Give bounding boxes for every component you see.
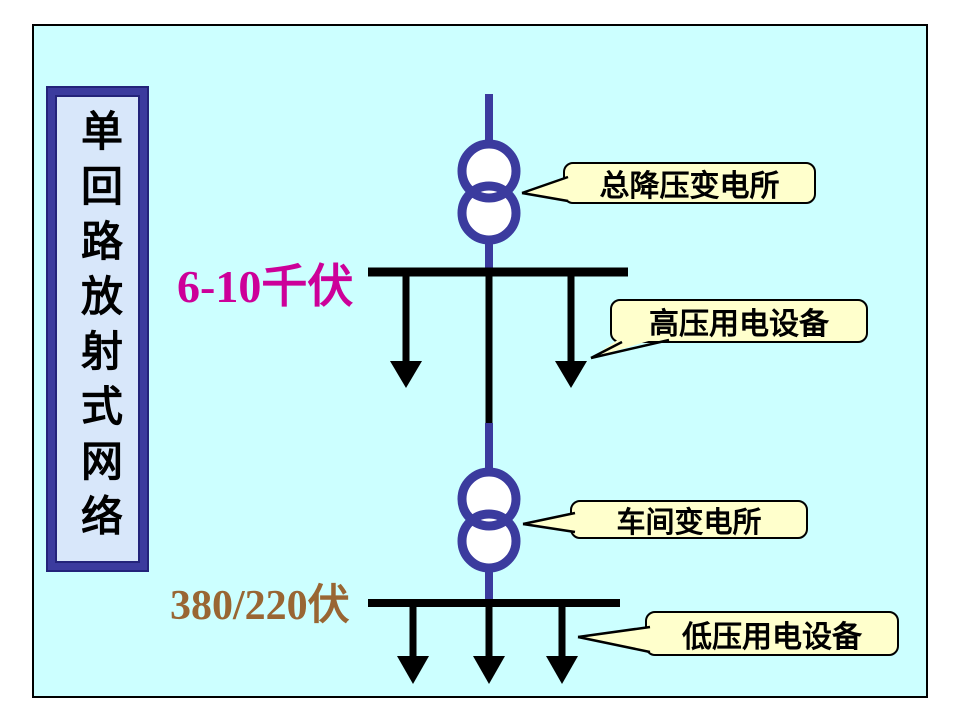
hv-feeder-arrowhead bbox=[555, 361, 587, 388]
callout-workshop-substation-label: 车间变电所 bbox=[616, 506, 762, 539]
workshop-transformer-symbol bbox=[457, 467, 521, 573]
hv-feeder-arrows bbox=[390, 272, 587, 388]
callout-hv-equipment: 高压用电设备 bbox=[610, 299, 868, 343]
callout-hv-equipment-label: 高压用电设备 bbox=[649, 308, 829, 341]
slide-title: 单回路放射式网络 bbox=[74, 109, 121, 549]
main-transformer-symbol bbox=[457, 139, 521, 245]
hv-feeder-arrowhead bbox=[390, 361, 422, 388]
transformer-primary-winding bbox=[457, 467, 521, 531]
callout-workshop-substation: 车间变电所 bbox=[570, 500, 808, 539]
lv-feeder-arrowhead bbox=[546, 656, 578, 684]
callout-main-substation: 总降压变电所 bbox=[563, 162, 816, 204]
lv-feeder-arrowhead bbox=[473, 656, 505, 684]
transformer-primary-winding bbox=[457, 139, 521, 203]
lv-feeder-arrows bbox=[397, 603, 578, 684]
title-box: 单回路放射式网络 bbox=[48, 88, 147, 570]
hv-voltage-label: 6-10千伏 bbox=[177, 261, 354, 312]
callout-lv-equipment: 低压用电设备 bbox=[645, 611, 899, 656]
lv-voltage-label: 380/220伏 bbox=[170, 583, 350, 629]
lv-feeder-arrowhead bbox=[397, 656, 429, 684]
callout-main-substation-label: 总降压变电所 bbox=[599, 170, 780, 203]
diagram-frame bbox=[32, 24, 928, 698]
callout-lv-equipment-label: 低压用电设备 bbox=[682, 620, 862, 654]
